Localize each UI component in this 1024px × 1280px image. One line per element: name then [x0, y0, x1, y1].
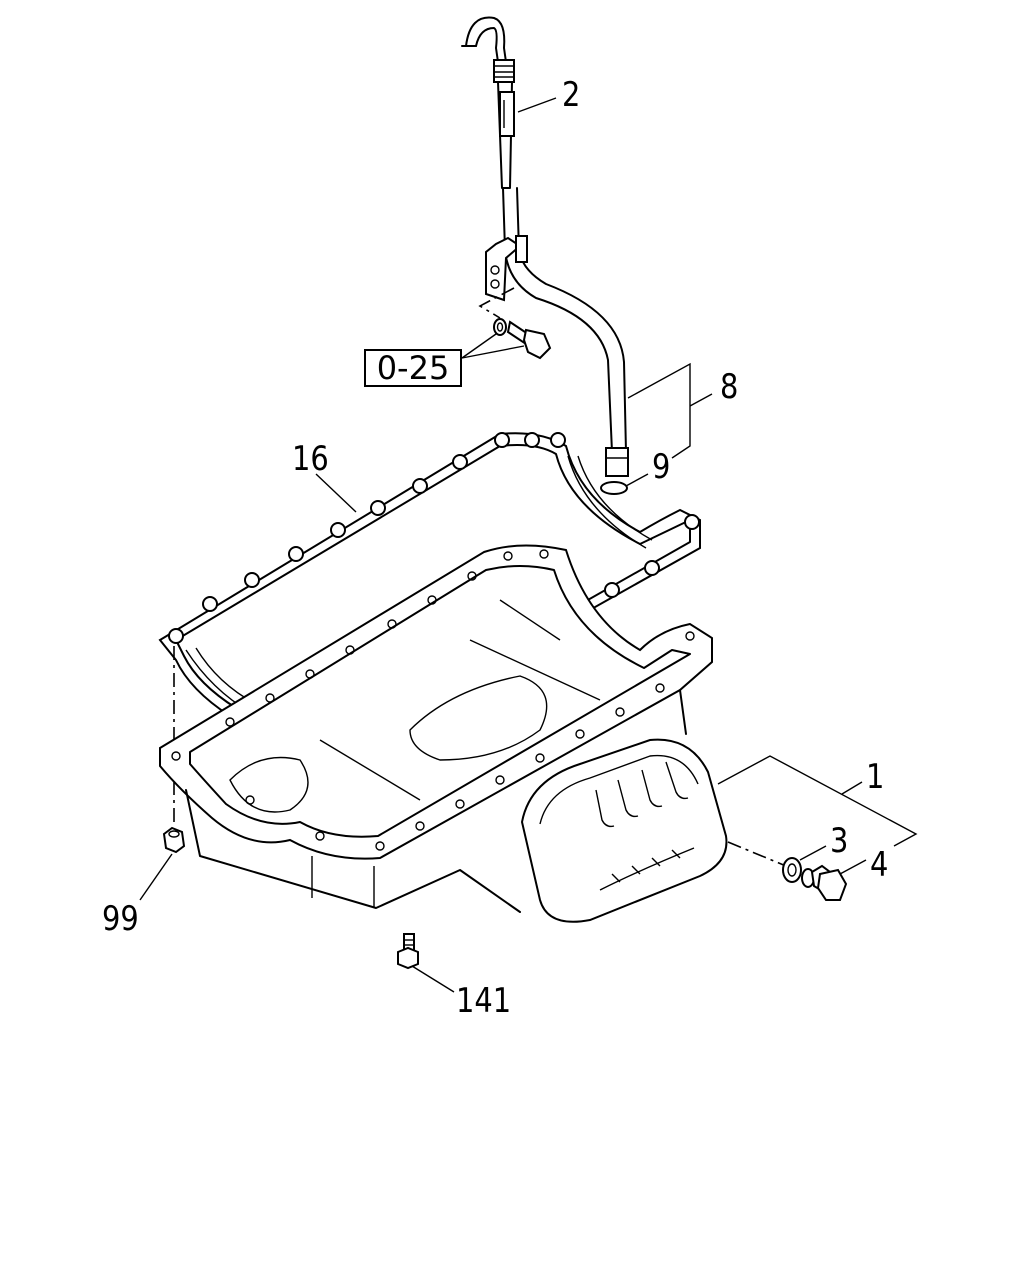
callout-drain-plug: 4: [870, 845, 889, 885]
dipstick-part: [461, 16, 515, 189]
callout-guide-tube-assembly: 8: [720, 367, 739, 407]
bolt-part: [397, 933, 419, 970]
guide-tube-part: [485, 187, 629, 477]
leader-8: [689, 393, 713, 407]
bracket-bolt-part: [493, 318, 552, 360]
callout-gasket: 16: [292, 439, 329, 479]
nut-part: [162, 826, 186, 854]
callout-bolt: 141: [456, 981, 512, 1021]
leader-1-bracket: [717, 755, 918, 847]
leader-8-bracket: [627, 362, 691, 459]
callout-nut: 99: [102, 899, 139, 939]
callout-dipstick: 2: [562, 75, 581, 115]
callout-washer: 3: [830, 821, 849, 861]
washer-part: [782, 857, 802, 883]
bracket-bolt-dash: [478, 287, 515, 319]
leader-16: [315, 473, 357, 513]
leader-3: [799, 845, 827, 861]
ref-leader-bolt: [461, 345, 525, 359]
drain-plug-part: [801, 864, 848, 901]
leader-1: [841, 781, 863, 795]
callout-o-ring: 9: [652, 447, 671, 487]
leader-141: [411, 965, 455, 993]
leader-4: [839, 859, 867, 875]
leader-9: [625, 473, 649, 487]
leader-2: [517, 97, 557, 113]
oil-pan-part: [159, 544, 728, 923]
ref-leader-washer: [461, 333, 497, 359]
leader-99: [139, 853, 173, 901]
drain-dash: [727, 841, 787, 867]
o-ring-part: [600, 481, 628, 495]
group-reference-box[interactable]: 0-25: [364, 349, 462, 387]
callout-oil-pan: 1: [866, 757, 885, 797]
